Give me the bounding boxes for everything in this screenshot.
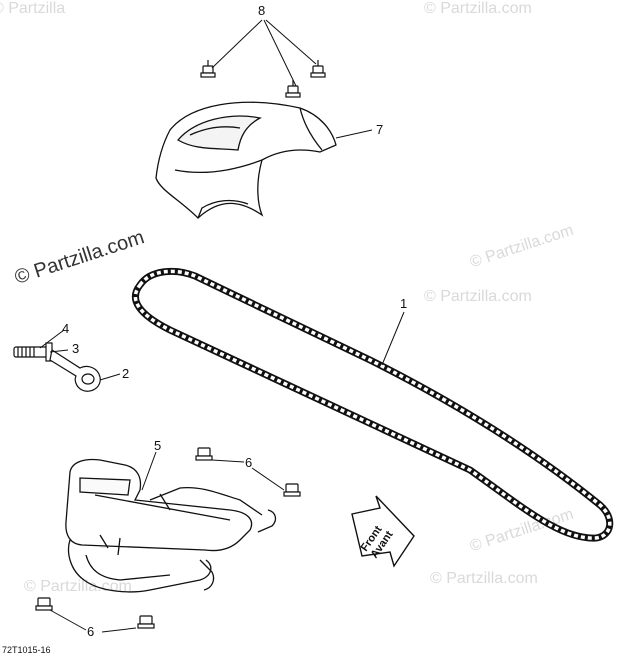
callout-7: 7 (376, 122, 384, 137)
watermark-bottom-right: © Partzilla.com (430, 570, 538, 587)
watermark-bottom-left-2: © Partzilla.com (24, 578, 132, 595)
screw-8a (200, 60, 216, 78)
leaders-8 (211, 19, 317, 87)
bolt-6b (283, 483, 301, 497)
watermark-mid-right: © Partzilla.com (424, 288, 532, 305)
guard-frame-5 (65, 458, 277, 593)
front-arrow (351, 495, 415, 568)
callout-5: 5 (154, 438, 162, 453)
callout-1: 1 (400, 296, 408, 311)
chain-guard-7 (155, 101, 337, 219)
leaders-6 (49, 459, 285, 633)
leader-5 (141, 451, 157, 491)
diagram-code: 72T1015-16 (2, 645, 51, 655)
watermark-top-left: © Partzilla (0, 0, 66, 17)
bolt-6d (137, 615, 155, 629)
callout-4: 4 (62, 321, 70, 336)
callout-6-lower: 6 (87, 624, 95, 639)
callout-2: 2 (122, 366, 130, 381)
callout-8: 8 (258, 3, 266, 18)
bolt-6c (35, 597, 53, 611)
drive-chain-1 (131, 267, 614, 542)
watermark-top-right: © Partzilla.com (424, 0, 532, 17)
screw-8b (285, 80, 301, 98)
leader-1 (381, 311, 405, 366)
callout-6-upper: 6 (245, 455, 253, 470)
callout-3: 3 (72, 341, 80, 356)
leader-7 (335, 129, 373, 139)
leaders-2-3-4 (39, 329, 121, 381)
bolt-6a (195, 447, 213, 461)
screw-8c (310, 60, 326, 78)
tensioner-bolt-4 (13, 346, 49, 358)
chain-adjuster-2 (49, 349, 101, 392)
